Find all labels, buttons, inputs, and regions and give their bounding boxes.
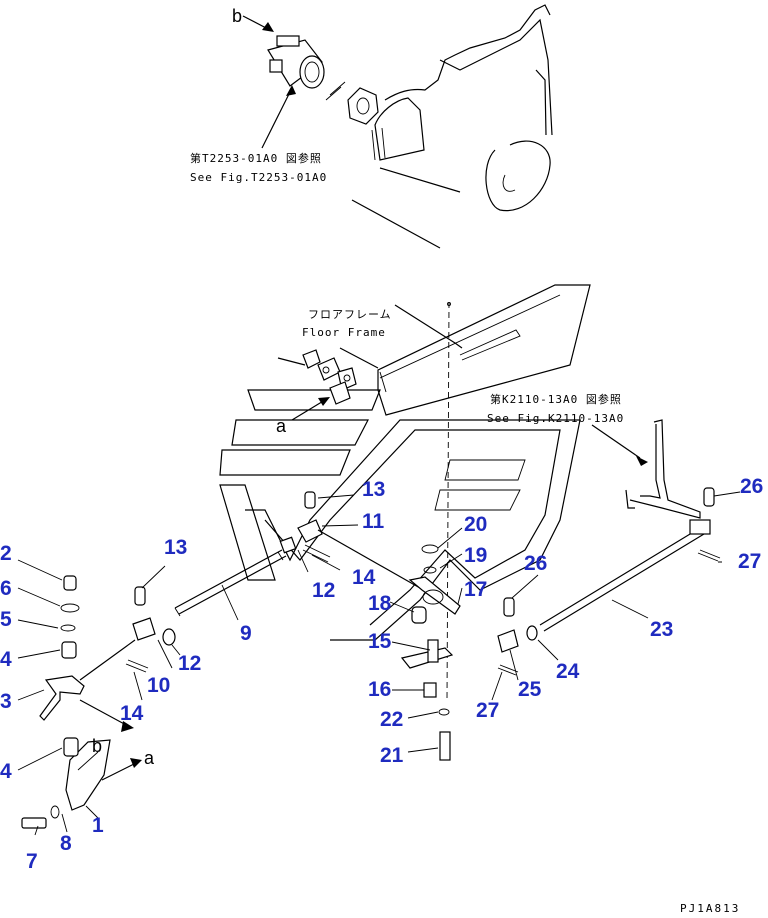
callout-12-right[interactable]: 12 (312, 579, 335, 602)
callout-25[interactable]: 25 (518, 678, 542, 701)
callout-17[interactable]: 17 (464, 578, 487, 601)
callout-10[interactable]: 10 (147, 674, 170, 697)
callout-7[interactable]: 7 (26, 850, 38, 873)
callout-12-left[interactable]: 12 (178, 652, 201, 675)
note-floor-frame-jp: フロアフレーム (308, 308, 392, 321)
callout-4-upper[interactable]: 4 (0, 648, 12, 671)
note-floor-frame-en: Floor Frame (302, 326, 386, 339)
callout-26-lower[interactable]: 26 (524, 552, 547, 575)
callout-20[interactable]: 20 (464, 513, 487, 536)
callout-26-upper[interactable]: 26 (740, 475, 763, 498)
callout-6[interactable]: 6 (0, 577, 12, 600)
callout-14-right[interactable]: 14 (352, 566, 376, 589)
callout-15[interactable]: 15 (368, 630, 392, 653)
callout-2[interactable]: 2 (0, 542, 12, 565)
callout-14-left[interactable]: 14 (120, 702, 144, 725)
ref-a-bottom: a (144, 748, 155, 768)
callout-5[interactable]: 5 (0, 608, 12, 631)
callout-22[interactable]: 22 (380, 708, 403, 731)
note-fig-k2110-en: See Fig.K2110-13A0 (487, 412, 624, 425)
upper-assembly (242, 4, 553, 249)
drawing-code: PJ1A813 (680, 902, 740, 915)
ref-a-top: a (276, 416, 287, 436)
callout-19[interactable]: 19 (464, 544, 487, 567)
note-fig-t2253-jp: 第T2253-01A0 図参照 (190, 151, 322, 165)
note-fig-k2110-jp: 第K2110-13A0 図参照 (490, 392, 622, 406)
floor-frame (219, 284, 591, 701)
callout-16[interactable]: 16 (368, 678, 391, 701)
ref-b-bottom: b (92, 736, 102, 756)
callout-9[interactable]: 9 (240, 622, 252, 645)
callout-27-upper[interactable]: 27 (738, 550, 761, 573)
callouts: 1 2 3 4 4 5 6 7 8 9 10 11 12 12 13 13 14… (0, 475, 763, 873)
callout-24[interactable]: 24 (556, 660, 580, 683)
note-fig-t2253-en: See Fig.T2253-01A0 (190, 171, 327, 184)
callout-13-right[interactable]: 13 (362, 478, 385, 501)
callout-4-lower[interactable]: 4 (0, 760, 12, 783)
right-lever (591, 419, 701, 519)
callout-21[interactable]: 21 (380, 744, 404, 767)
callout-27-lower[interactable]: 27 (476, 699, 499, 722)
callout-23[interactable]: 23 (650, 618, 673, 641)
callout-18[interactable]: 18 (368, 592, 392, 615)
callout-11[interactable]: 11 (362, 510, 385, 533)
callout-3[interactable]: 3 (0, 690, 12, 713)
callout-13-left[interactable]: 13 (164, 536, 187, 559)
callout-8[interactable]: 8 (60, 832, 72, 855)
callout-1[interactable]: 1 (92, 814, 104, 837)
ref-b-top: b (232, 6, 242, 26)
linkage (17, 487, 741, 836)
